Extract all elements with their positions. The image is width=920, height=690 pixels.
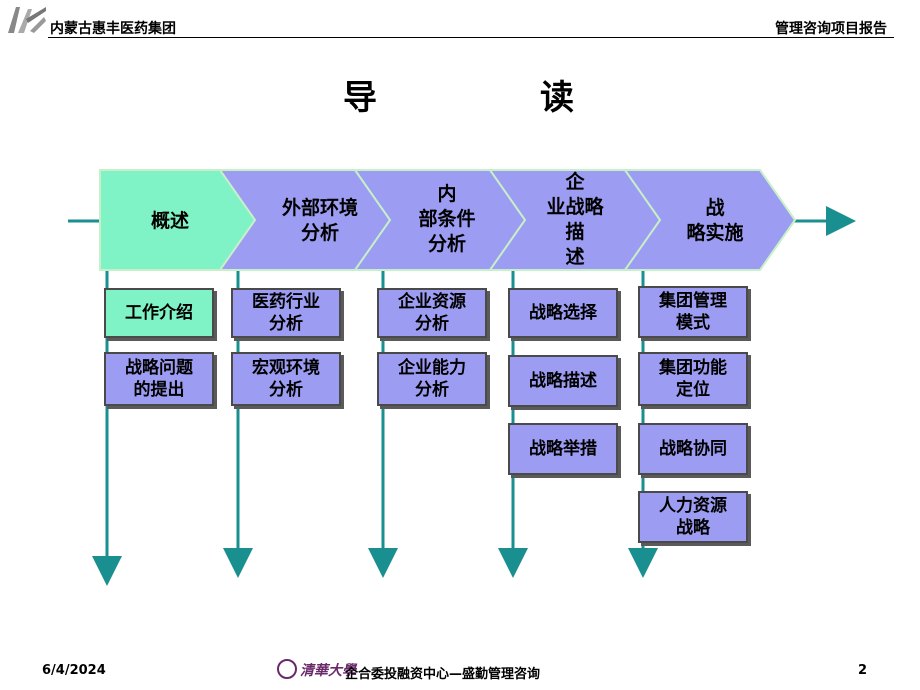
header-company: 内蒙古惠丰医药集团 (50, 21, 176, 37)
header-report-title: 管理咨询项目报告 (775, 21, 887, 37)
item-strategy-choice: 战略选择 (508, 288, 618, 338)
university-logo-text: 清華大學 (300, 663, 356, 679)
item-strategy-issues: 战略问题 的提出 (104, 352, 214, 406)
title-right: 读 (540, 78, 574, 118)
stage-label-strategy: 企 业战略 描 述 (546, 171, 604, 268)
item-work-intro: 工作介绍 (104, 288, 214, 338)
item-capability-analysis: 企业能力 分析 (377, 352, 487, 406)
item-group-function: 集团功能 定位 (638, 352, 748, 406)
stage-label-external: 外部环境 分析 (281, 197, 358, 244)
item-strategy-synergy: 战略协同 (638, 423, 748, 475)
item-strategy-measures: 战略举措 (508, 423, 618, 475)
header-divider (48, 37, 894, 38)
stage-chevron-1 (99, 169, 257, 271)
university-seal-icon (277, 659, 297, 679)
company-logo-icon (8, 7, 46, 33)
item-macro-analysis: 宏观环境 分析 (231, 352, 341, 406)
footer-date: 6/4/2024 (42, 663, 106, 678)
title-left: 导 (343, 78, 377, 118)
footer-organization: 企合委投融资中心—盛勤管理咨询 (345, 667, 541, 682)
stage-label-overview: 概述 (150, 210, 189, 232)
item-hr-strategy: 人力资源 战略 (638, 491, 748, 543)
item-strategy-description: 战略描述 (508, 355, 618, 407)
footer-page-number: 2 (858, 663, 868, 678)
item-group-mgmt-mode: 集团管理 模式 (638, 286, 748, 338)
item-resource-analysis: 企业资源 分析 (377, 288, 487, 338)
item-industry-analysis: 医药行业 分析 (231, 288, 341, 338)
stage-label-implementation: 战 略实施 (686, 197, 744, 244)
stage-label-internal: 内 部条件 分析 (418, 183, 476, 255)
